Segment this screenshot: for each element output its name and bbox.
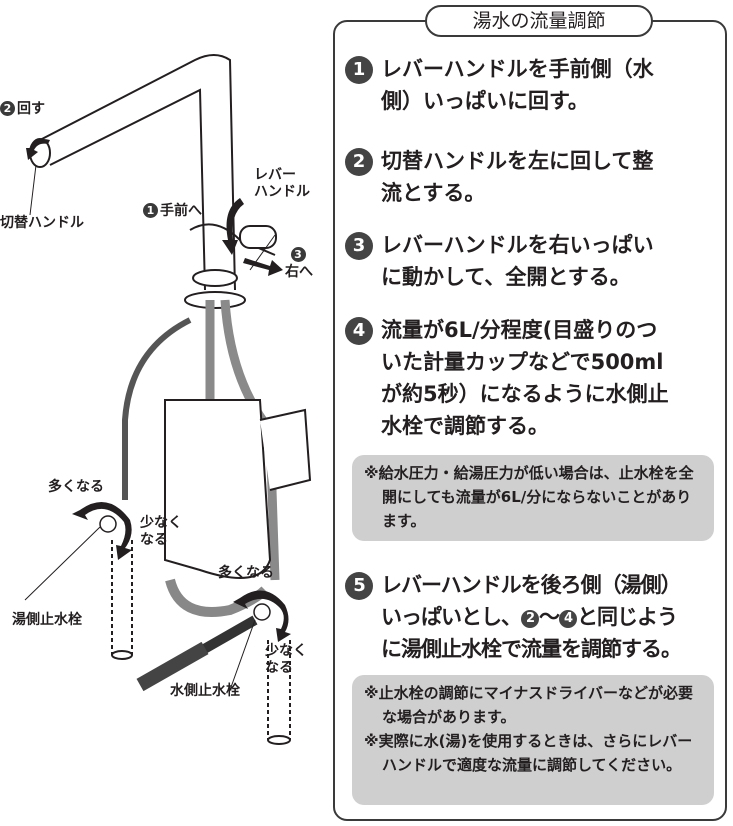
rotate-arrow-icon [26, 139, 50, 160]
water-purifier-cartridge [164, 399, 272, 579]
note-low-pressure: ※給水圧力・給湯圧力が低い場合は、止水栓を全開にしても流量が6L/分にならないこ… [352, 455, 714, 541]
hot-valve [99, 515, 117, 533]
faucet-installation-illustration [24, 54, 312, 745]
lever-arrow-icon [222, 198, 244, 255]
cold-adjust-arrow-icon [233, 590, 291, 642]
note-screwdriver-flow: ※止水栓の調節にマイナスドライバーなどが必要な場合があります。※実際に水(湯)を… [352, 675, 714, 805]
hot-supply-pipe [111, 540, 133, 655]
cold-supply-pipe [267, 640, 291, 740]
cold-valve-label: 水側止水栓 [170, 683, 240, 699]
step-number-2-icon: 2 [0, 101, 15, 116]
hot-less-label: 少なくなる [140, 515, 182, 548]
hot-more-label: 多くなる [48, 479, 104, 495]
faucet-spout [39, 54, 236, 291]
hot-valve-label: 湯側止水栓 [12, 612, 82, 628]
cold-valve [253, 603, 271, 621]
right-arrow-icon [243, 258, 283, 276]
lever-handle-label: レバーハンドル [254, 167, 310, 200]
hot-adjust-arrow-icon [72, 502, 132, 560]
cold-more-label: 多くなる [218, 565, 274, 581]
panel-title: 湯水の流量調節 [425, 5, 653, 37]
cold-less-label: 少なくなる [265, 643, 307, 676]
switch-handle-label: 切替ハンドル [0, 215, 84, 231]
